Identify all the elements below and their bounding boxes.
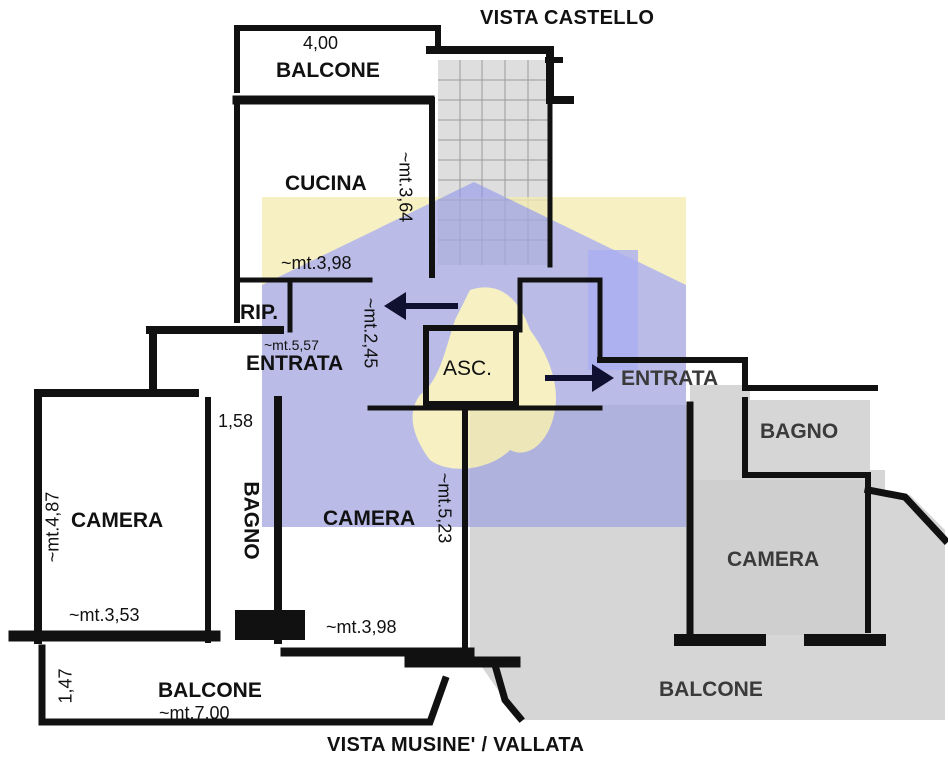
view-top-label: VISTA CASTELLO (480, 7, 655, 29)
dim-cucina-width: ~mt.3,98 (281, 253, 352, 273)
room-balcone-right: BALCONE (659, 678, 763, 701)
dim-camera-left-width: ~mt.3,53 (69, 605, 140, 625)
dim-camera-left-height: ~mt.4,87 (42, 491, 63, 563)
dim-entrata-length: ~mt.5,57 (264, 337, 319, 353)
arrow-left-icon (384, 292, 458, 320)
room-camera-center: CAMERA (323, 507, 416, 530)
dim-cucina-height: ~mt.3,64 (395, 151, 416, 223)
room-camera-right: CAMERA (727, 548, 820, 571)
dim-camera-center-width: ~mt.3,98 (326, 617, 397, 637)
room-asc: ASC. (443, 357, 493, 380)
room-balcone-top: BALCONE (276, 59, 380, 82)
room-balcone-bottom: BALCONE (158, 679, 262, 702)
room-bagno-left: BAGNO (239, 481, 263, 560)
dim-balcone-depth: 1,47 (55, 668, 76, 704)
view-bottom-label: VISTA MUSINE' / VALLATA (327, 734, 585, 756)
room-rip: RIP. (240, 301, 279, 324)
dim-camera-center-height: ~mt.5,23 (434, 472, 455, 544)
arrow-right-icon (545, 364, 614, 392)
room-entrata-main: ENTRATA (246, 352, 344, 375)
dim-bagno-width: 1,58 (218, 411, 254, 431)
room-entrata-neighbor: ENTRATA (621, 367, 719, 390)
room-bagno-right: BAGNO (760, 420, 839, 443)
dim-balcone-top-width: 4,00 (303, 33, 339, 53)
dim-balcone-length: ~mt.7,00 (159, 703, 230, 723)
room-camera-left: CAMERA (71, 509, 164, 532)
walls (8, 25, 948, 726)
room-cucina: CUCINA (285, 172, 367, 195)
entrance-arrows (384, 292, 614, 392)
dim-entrata-width: ~mt.2,45 (360, 297, 381, 369)
